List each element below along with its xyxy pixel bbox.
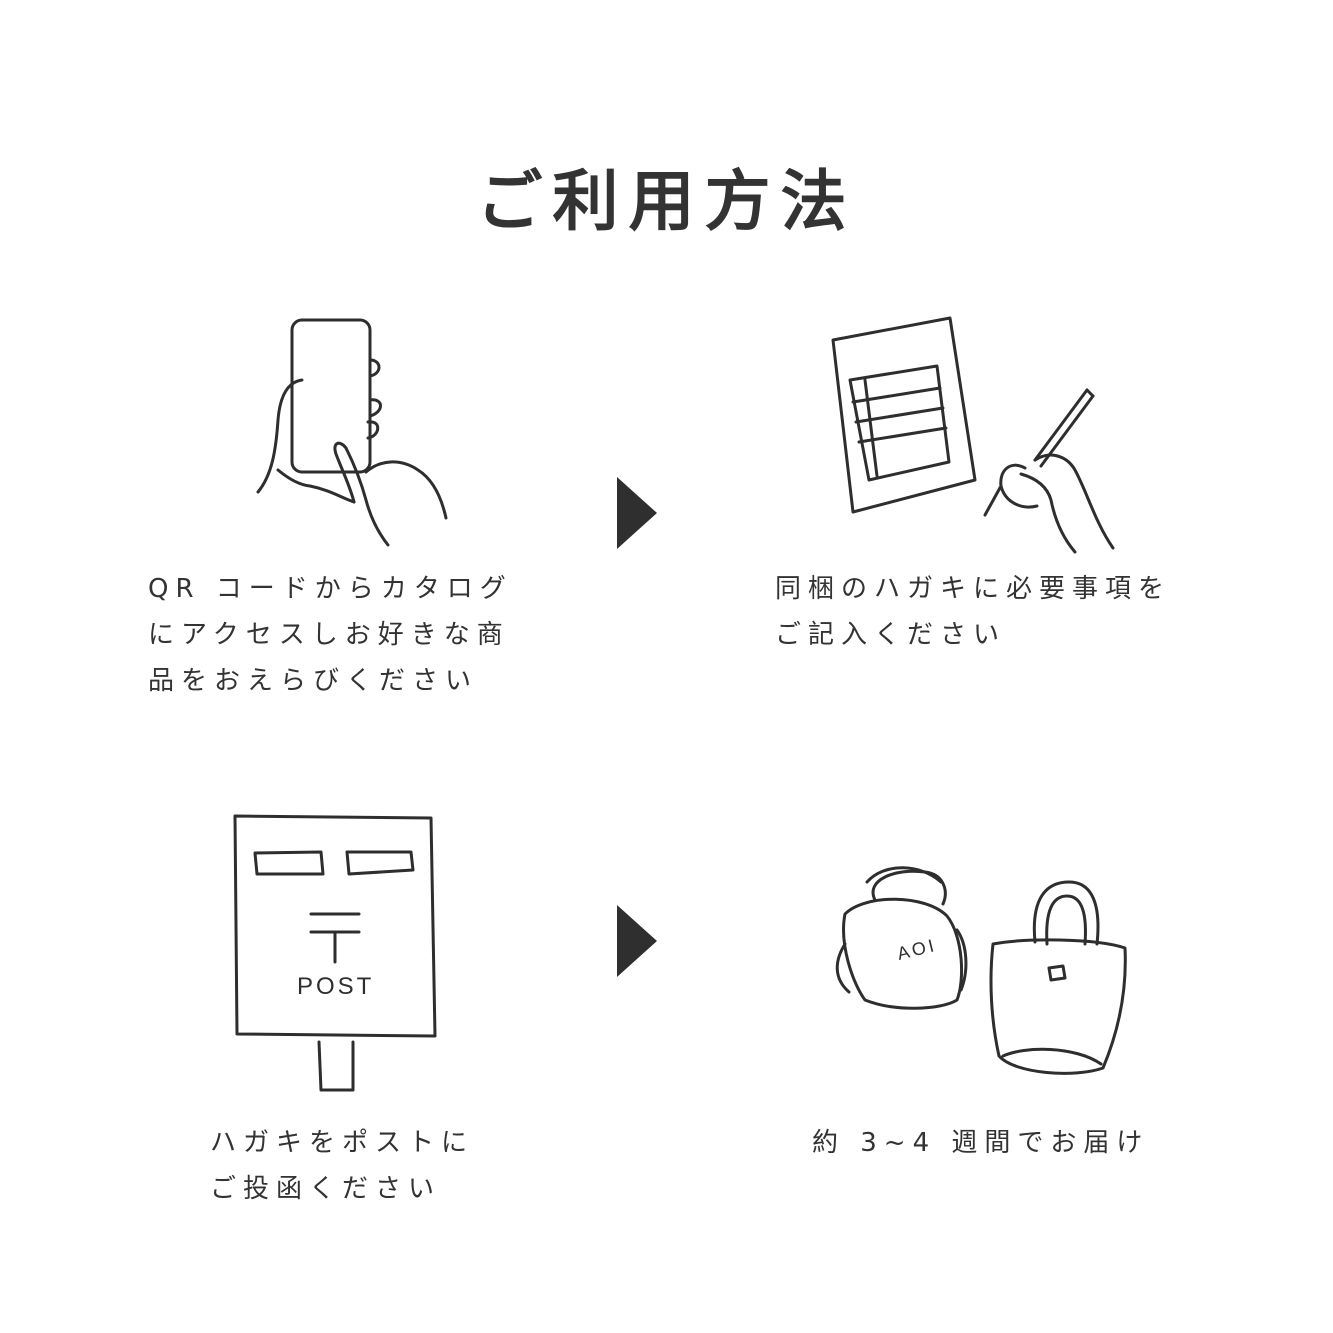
step3-line: ご投函ください	[210, 1174, 442, 1204]
post-box-icon: POST	[233, 814, 437, 1092]
step1-line: QR コードからカタログ	[148, 574, 513, 604]
bags-icon: AOI	[835, 866, 1127, 1075]
postcard-writing-icon	[831, 316, 1115, 554]
step1-line: にアクセスしお好きな商	[148, 620, 510, 650]
step2-line: ご記入ください	[775, 620, 1007, 650]
step4-caption: 約 3~4 週間でお届け	[812, 1120, 1149, 1166]
next-arrow-icon	[617, 477, 657, 549]
smartphone-hand-icon	[256, 318, 448, 547]
step4-line: 約 3~4 週間でお届け	[812, 1128, 1150, 1158]
step3-caption: ハガキをポストに ご投函ください	[210, 1120, 474, 1212]
backpack-label: AOI	[895, 935, 939, 964]
step3-line: ハガキをポストに	[210, 1128, 475, 1158]
page-title: ご利用方法	[476, 163, 857, 240]
step2-line: 同梱のハガキに必要事項を	[775, 574, 1172, 604]
step1-line: 品をおえらびください	[148, 666, 479, 696]
step2-caption: 同梱のハガキに必要事項を ご記入ください	[775, 566, 1171, 658]
step1-caption: QR コードからカタログ にアクセスしお好きな商 品をおえらびください	[148, 566, 513, 704]
postbox-label: POST	[297, 973, 374, 1000]
next-arrow-icon	[617, 905, 657, 977]
